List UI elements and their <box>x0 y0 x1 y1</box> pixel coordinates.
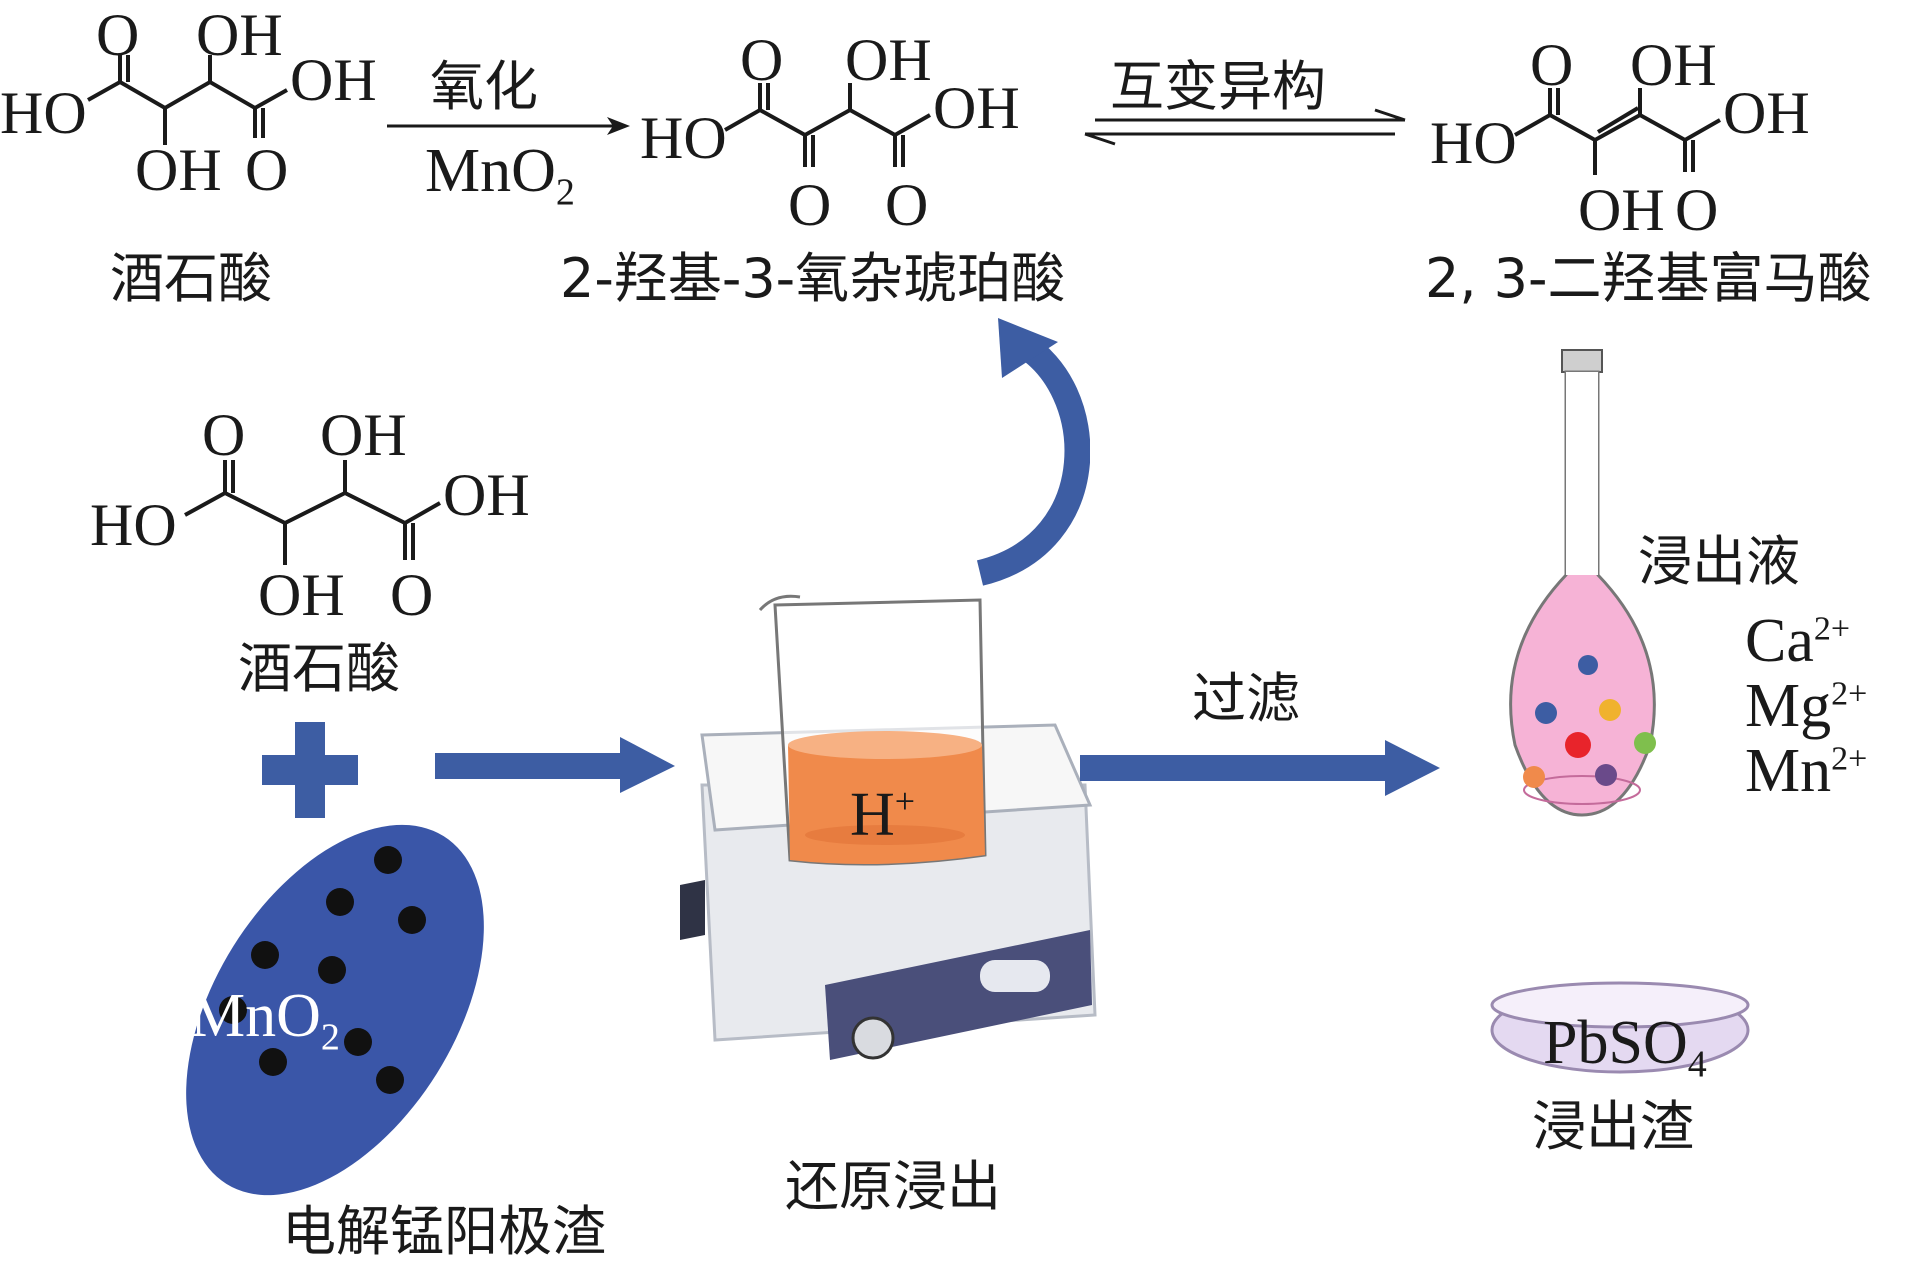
svg-text:O: O <box>1675 177 1718 243</box>
reduction-leaching-label: 还原浸出 <box>785 1155 1001 1218</box>
leachate-label: 浸出液 <box>1638 530 1800 593</box>
svg-text:O: O <box>740 27 783 93</box>
svg-text:O: O <box>885 172 928 238</box>
anode-slag-icon <box>186 824 484 1196</box>
ion-ca: Ca2+ <box>1745 607 1851 675</box>
tartaric-acid-structure-left: O OH HO OH OH O <box>90 402 530 625</box>
ion-mn: Mn2+ <box>1745 737 1868 805</box>
equilibrium-arrows <box>1084 108 1406 146</box>
svg-text:OH: OH <box>258 562 345 625</box>
svg-text:OH: OH <box>320 402 407 468</box>
svg-text:OH: OH <box>1578 177 1665 243</box>
anode-slag-label: 电解锰阳极渣 <box>282 1200 606 1263</box>
tartaric-acid-label-top: 酒石酸 <box>110 247 272 310</box>
pbso4-label: PbSO4 <box>1543 1009 1707 1086</box>
arrow-to-reactor <box>435 737 675 793</box>
svg-text:OH: OH <box>1723 80 1810 146</box>
svg-text:HO: HO <box>90 492 177 558</box>
svg-text:O: O <box>788 172 831 238</box>
svg-text:OH: OH <box>196 2 283 68</box>
tautomerism-label: 互变异构 <box>1110 55 1326 118</box>
ion-mg: Mg2+ <box>1745 672 1868 740</box>
ore-mno2-label: MnO2 <box>190 982 340 1059</box>
svg-text:OH: OH <box>443 462 530 528</box>
dihydroxyfumaric-label: 2, 3-二羟基富马酸 <box>1425 247 1872 310</box>
oxidation-arrow <box>387 117 630 135</box>
keto-acid-label: 2-羟基-3-氧杂琥珀酸 <box>560 247 1066 310</box>
h-plus-label: H+ <box>850 780 916 849</box>
residue-label: 浸出渣 <box>1532 1095 1694 1158</box>
plus-icon <box>262 722 358 818</box>
dihydroxyfumaric-structure: O OH HO OH OH O <box>1430 32 1810 243</box>
svg-text:OH: OH <box>933 75 1020 141</box>
svg-text:OH: OH <box>845 27 932 93</box>
arrow-filtration <box>1080 740 1440 796</box>
keto-acid-structure: O OH HO OH O O <box>640 27 1020 238</box>
svg-text:OH: OH <box>290 47 377 113</box>
volumetric-flask-icon <box>1509 349 1656 817</box>
tartaric-acid-structure-top: O OH HO OH OH O <box>0 2 377 203</box>
filtration-label: 过滤 <box>1192 667 1300 730</box>
svg-text:O: O <box>202 402 245 468</box>
hotplate-reactor-icon <box>680 594 1097 1060</box>
svg-text:HO: HO <box>0 80 87 146</box>
svg-text:O: O <box>96 2 139 68</box>
svg-text:O: O <box>245 137 288 203</box>
svg-text:OH: OH <box>1630 32 1717 98</box>
svg-text:HO: HO <box>1430 110 1517 176</box>
svg-text:O: O <box>390 562 433 625</box>
tartaric-acid-label-left: 酒石酸 <box>238 637 400 700</box>
svg-text:HO: HO <box>640 105 727 171</box>
oxidant-mno2-label: MnO2 <box>425 137 575 214</box>
petri-dish-icon <box>1490 981 1750 1074</box>
svg-text:O: O <box>1530 32 1573 98</box>
oxidation-label: 氧化 <box>430 55 538 118</box>
svg-text:OH: OH <box>135 137 222 203</box>
curved-arrow-icon <box>976 318 1090 586</box>
